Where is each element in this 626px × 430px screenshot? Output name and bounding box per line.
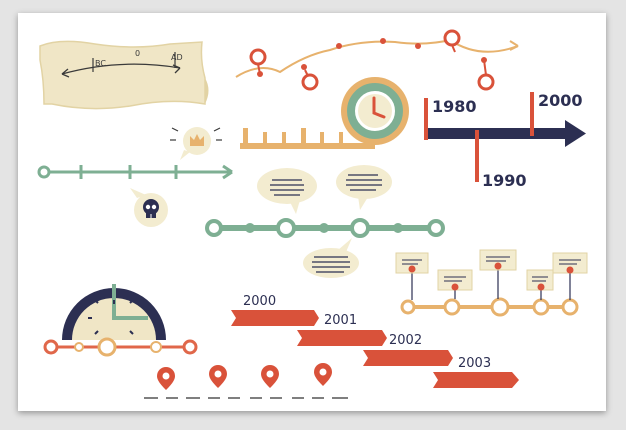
ruler-clock-timeline [240, 77, 409, 149]
ribbon-2003 [433, 372, 519, 388]
scroll-label-ad: AD [171, 53, 183, 62]
crown-icon [190, 134, 204, 146]
year-2000: 2000 [538, 91, 583, 110]
scroll-label-zero: 0 [135, 49, 140, 58]
double-arrow-icon [61, 64, 181, 78]
map-pin-icon [157, 367, 175, 390]
ribbon-2001 [297, 330, 387, 346]
pinned-notes-timeline [395, 249, 588, 317]
big-clock-timeline [43, 284, 198, 357]
skull-speech-bubble [130, 188, 168, 227]
map-pin-icon [261, 365, 279, 388]
scroll-banner: BC 0 AD [39, 40, 209, 110]
path-node [477, 73, 495, 91]
ribbon-2002 [363, 350, 453, 366]
year-1980: 1980 [432, 97, 477, 116]
crown-speech-bubble [170, 127, 222, 160]
year-ribbons: 2000 2001 2002 2003 [231, 294, 519, 388]
skull-icon [143, 199, 159, 218]
ribbon-year-label: 2000 [243, 294, 276, 309]
map-pin-timeline [144, 363, 348, 399]
bead-line-timeline [205, 218, 445, 238]
path-node [301, 73, 319, 91]
map-pin-icon [209, 365, 227, 388]
scroll-label-bc: BC [95, 59, 106, 68]
text-bubble [257, 168, 317, 214]
tick-line-timeline [37, 164, 233, 180]
ribbon-year-label: 2003 [458, 356, 491, 371]
decade-arrow-timeline: 1980 1990 2000 [424, 91, 586, 190]
text-bubble [303, 238, 359, 278]
ribbon-2000 [231, 310, 319, 326]
text-bubble [336, 165, 392, 210]
arrow-head-icon [565, 120, 586, 147]
path-node [443, 29, 461, 47]
scroll-arrow-line [61, 63, 181, 75]
map-pin-icon [314, 363, 332, 386]
ribbon-year-label: 2002 [389, 333, 422, 348]
wavy-path-timeline [235, 29, 519, 91]
path-node [249, 48, 267, 66]
ribbon-year-label: 2001 [324, 313, 357, 328]
year-1990: 1990 [482, 171, 527, 190]
